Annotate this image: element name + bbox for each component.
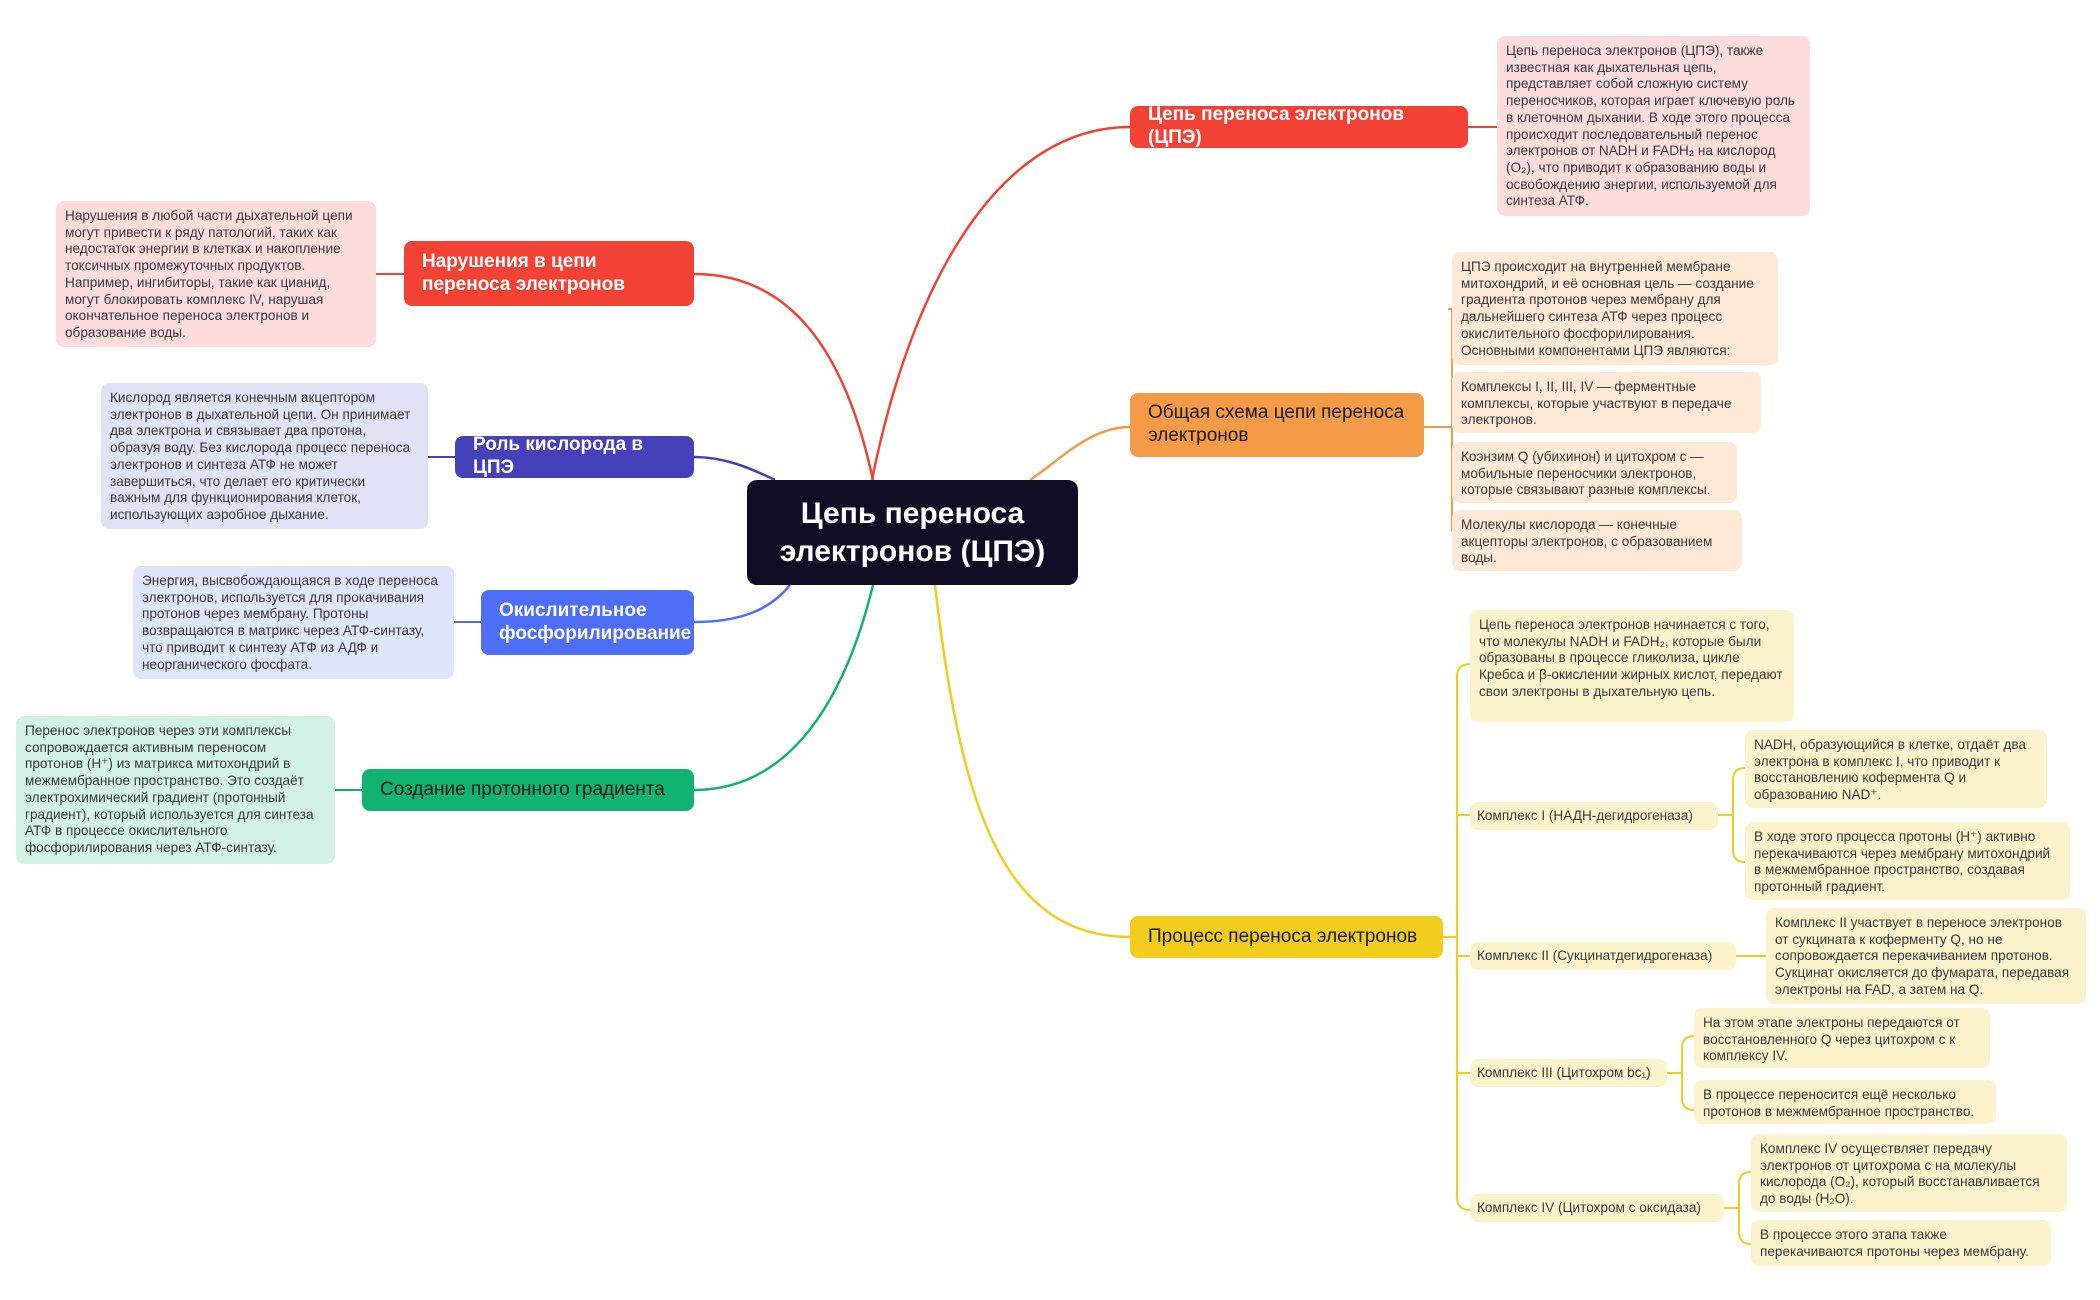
link-c3-details (1667, 1035, 1695, 1111)
complex-1-detail-0-text: NADH, образующийся в клетке, отдаёт два … (1754, 737, 2026, 803)
link-c4-details (1724, 1171, 1752, 1245)
note-oxphos: Энергия, высвобождающаяся в ходе перенос… (133, 566, 454, 679)
complex-2-detail-0-text: Комплекс II участвует в переносе электро… (1775, 915, 2070, 997)
complex-2-label: Комплекс II (Сукцинатдегидрогеназа) (1477, 947, 1713, 963)
complex-1-label: Комплекс I (НАДН-дегидрогеназа) (1477, 807, 1693, 823)
complex-2-detail-0: Комплекс II участвует в переносе электро… (1766, 908, 2086, 1004)
complex-4[interactable]: Комплекс IV (Цитохром c оксидаза) (1470, 1194, 1724, 1222)
note-disorders-text: Нарушения в любой части дыхательной цепи… (65, 208, 353, 341)
note-scheme-1: Комплексы I, II, III, IV — ферментные ко… (1452, 372, 1761, 433)
note-oxphos-text: Энергия, высвобождающаяся в ходе перенос… (142, 573, 438, 672)
complex-1-detail-1-text: В ходе этого процесса протоны (H⁺) актив… (1754, 829, 2051, 895)
root-title: Цепь переноса электронов (ЦПЭ) (779, 497, 1046, 568)
complex-1[interactable]: Комплекс I (НАДН-дегидрогеназа) (1470, 802, 1718, 830)
complex-1-detail-0: NADH, образующийся в клетке, отдаёт два … (1745, 730, 2047, 808)
note-cpe-text: Цепь переноса электронов (ЦПЭ), также из… (1506, 43, 1795, 209)
topic-scheme-label: Общая схема цепи переноса электронов (1148, 402, 1405, 446)
link-root-oxphos (693, 584, 791, 624)
topic-oxphos-label: Окислительное фосфорилирование (499, 599, 692, 644)
topic-gradient-label: Создание протонного градиента (380, 778, 665, 800)
note-oxygen-text: Кислород является конечным акцептором эл… (110, 390, 411, 523)
topic-disorders[interactable]: Нарушения в цепи переноса электронов (404, 241, 694, 306)
note-scheme-1-text: Комплексы I, II, III, IV — ферментные ко… (1461, 379, 1732, 428)
complex-1-detail-1: В ходе этого процесса протоны (H⁺) актив… (1745, 822, 2070, 900)
link-process-spine (1456, 663, 1471, 1211)
note-scheme-0-text: ЦПЭ происходит на внутренней мембране ми… (1461, 259, 1754, 358)
note-scheme-3-text: Молекулы кислорода — конечные акцепторы … (1461, 517, 1713, 566)
complex-3-detail-0-text: На этом этапе электроны передаются от во… (1703, 1015, 1960, 1064)
topic-gradient[interactable]: Создание протонного градиента (362, 769, 694, 811)
complex-3-detail-1: В процессе переносится ещё несколько про… (1694, 1080, 1996, 1124)
topic-disorders-label: Нарушения в цепи переноса электронов (422, 250, 625, 295)
link-root-oxygen (693, 455, 776, 482)
topic-cpe-label: Цепь переноса электронов (ЦПЭ) (1148, 104, 1404, 148)
complex-4-detail-1-text: В процессе этого этапа также перекачиваю… (1760, 1227, 2029, 1259)
topic-cpe[interactable]: Цепь переноса электронов (ЦПЭ) (1130, 104, 1468, 148)
note-scheme-3: Молекулы кислорода — конечные акцепторы … (1452, 510, 1742, 571)
complex-3[interactable]: Комплекс III (Цитохром bc₁) (1470, 1059, 1667, 1087)
note-cpe: Цепь переноса электронов (ЦПЭ), также из… (1497, 36, 1810, 216)
link-root-cpe (870, 125, 1131, 481)
note-scheme-2: Коэнзим Q (убихинон) и цитохром c — моби… (1452, 442, 1737, 503)
link-c1-details (1718, 767, 1746, 863)
topic-process[interactable]: Процесс переноса электронов (1130, 916, 1443, 958)
root-node[interactable]: Цепь переноса электронов (ЦПЭ) (747, 480, 1078, 585)
topic-oxygen-label: Роль кислорода в ЦПЭ (473, 434, 644, 478)
complex-4-detail-1: В процессе этого этапа также перекачиваю… (1751, 1220, 2051, 1266)
link-root-gradient (693, 584, 875, 792)
note-process-intro: Цепь переноса электронов начинается с то… (1470, 610, 1794, 722)
complex-3-detail-1-text: В процессе переносится ещё несколько про… (1703, 1087, 1975, 1119)
link-scheme-notes (1424, 308, 1454, 531)
topic-oxygen[interactable]: Роль кислорода в ЦПЭ (455, 434, 694, 478)
note-oxygen: Кислород является конечным акцептором эл… (101, 383, 428, 529)
note-gradient: Перенос электронов через эти комплексы с… (16, 716, 335, 864)
complex-2[interactable]: Комплекс II (Сукцинатдегидрогеназа) (1470, 942, 1736, 970)
note-process-intro-text: Цепь переноса электронов начинается с то… (1479, 617, 1783, 699)
link-root-process (933, 584, 1131, 939)
complex-4-detail-0: Комплекс IV осуществляет передачу электр… (1751, 1134, 2067, 1212)
complex-4-label: Комплекс IV (Цитохром c оксидаза) (1477, 1199, 1701, 1215)
note-scheme-0: ЦПЭ происходит на внутренней мембране ми… (1452, 252, 1778, 365)
note-disorders: Нарушения в любой части дыхательной цепи… (56, 201, 376, 347)
link-root-disorders (693, 272, 875, 481)
complex-4-detail-0-text: Комплекс IV осуществляет передачу электр… (1760, 1141, 2040, 1207)
note-gradient-text: Перенос электронов через эти комплексы с… (25, 723, 314, 856)
topic-scheme[interactable]: Общая схема цепи переноса электронов (1130, 393, 1424, 457)
note-scheme-2-text: Коэнзим Q (убихинон) и цитохром c — моби… (1461, 449, 1711, 498)
complex-3-label: Комплекс III (Цитохром bc₁) (1477, 1064, 1651, 1080)
topic-process-label: Процесс переноса электронов (1148, 925, 1418, 947)
topic-oxphos[interactable]: Окислительное фосфорилирование (481, 590, 694, 655)
complex-3-detail-0: На этом этапе электроны передаются от во… (1694, 1008, 1990, 1068)
link-root-scheme (1029, 425, 1131, 482)
